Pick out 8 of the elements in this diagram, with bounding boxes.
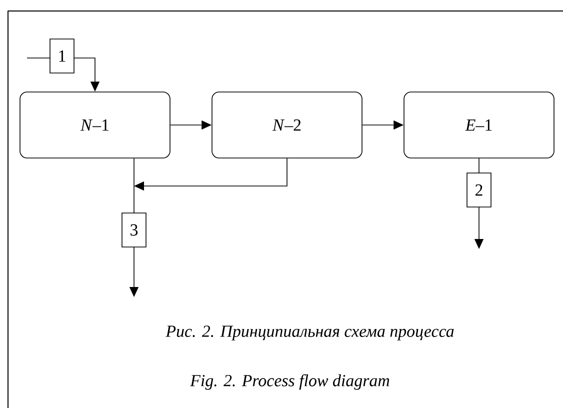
stream-number: 1 — [50, 38, 74, 74]
process-box: N–2 — [212, 92, 362, 158]
caption: Fig. 2. Process flow diagram — [190, 374, 390, 390]
process-box: E–1 — [404, 92, 554, 158]
stream-number: 2 — [466, 172, 492, 208]
stream-number: 3 — [122, 212, 146, 248]
caption: Рис. 2. Принципиальная схема процесса — [166, 326, 454, 340]
process-box: N–1 — [20, 92, 170, 158]
